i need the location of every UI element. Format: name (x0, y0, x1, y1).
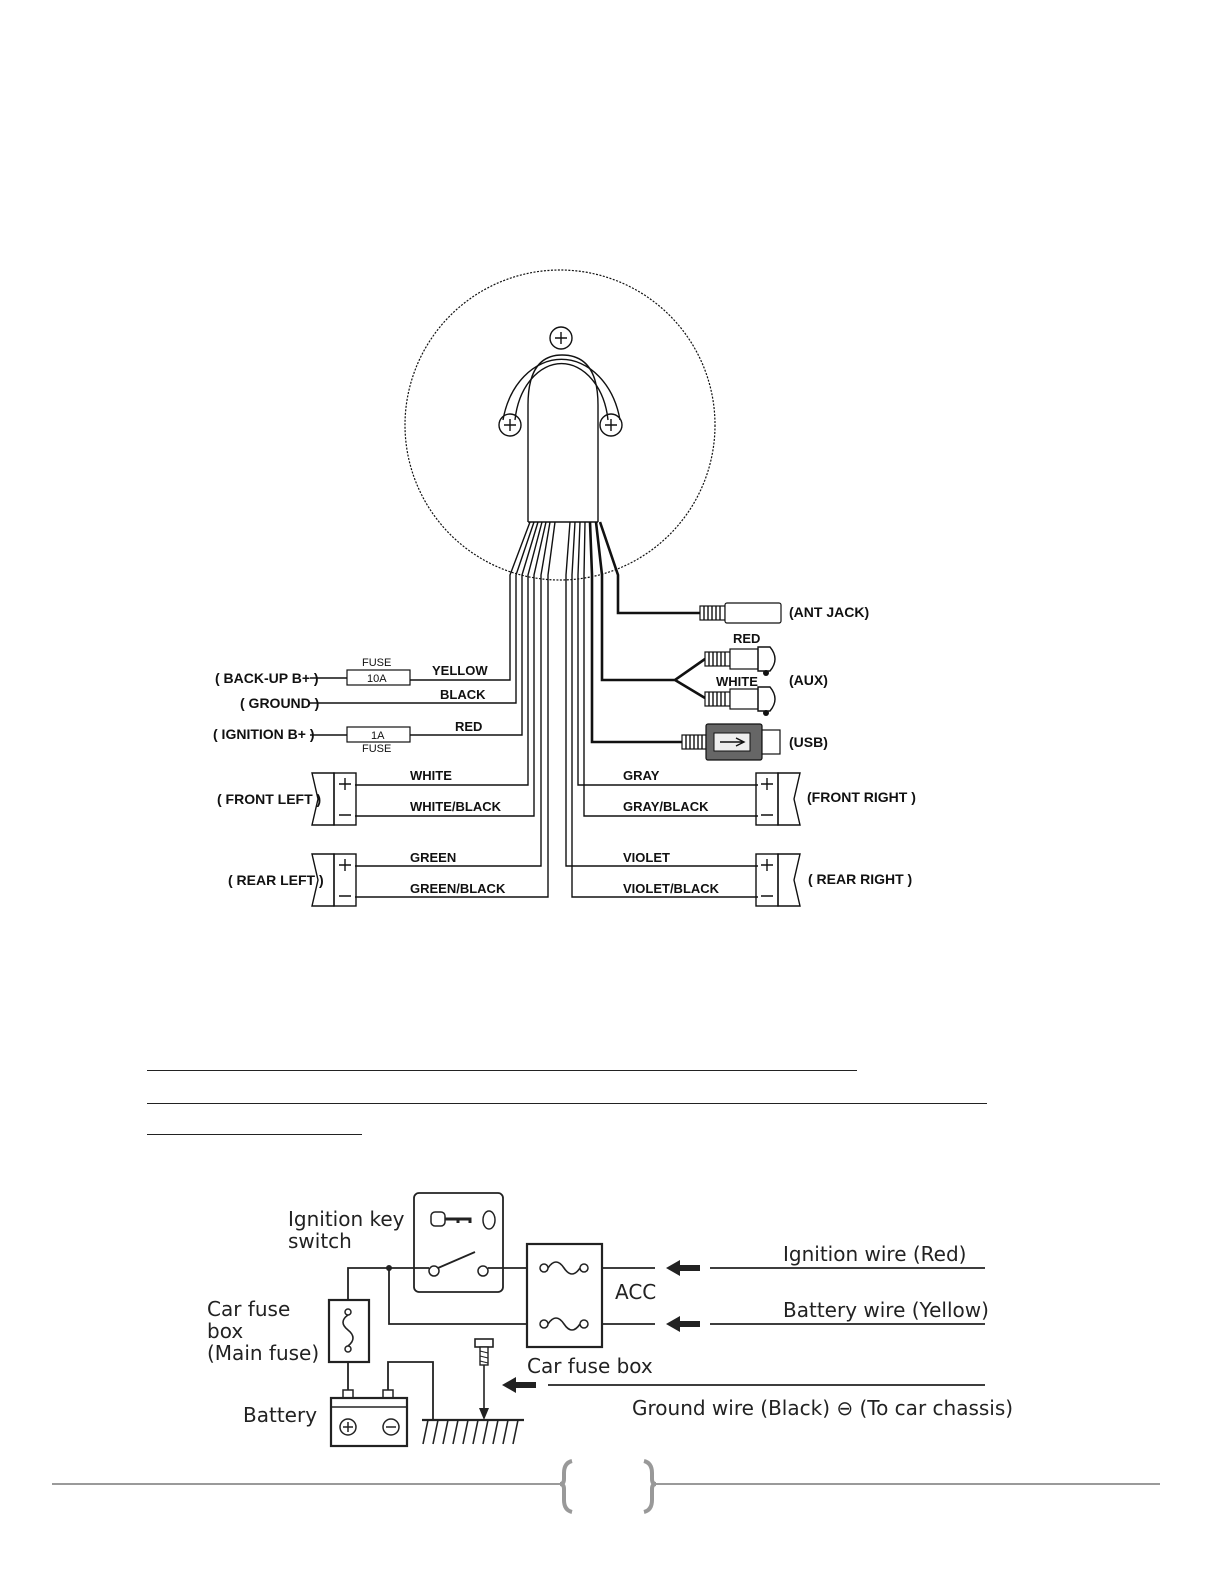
battery-icon (329, 1389, 409, 1448)
wiring-harness-diagram: FUSE 10A 1A FUSE ( BACK-UP B+ ) ( GROUND… (213, 269, 916, 907)
aux-rca-white-connector (704, 686, 776, 716)
aux-label-red: RED (733, 631, 760, 646)
usb-cable (588, 521, 682, 744)
label-ground: ( GROUND ) (240, 695, 319, 711)
car-main-fuse (327, 1298, 371, 1364)
label-rear-right: ( REAR RIGHT ) (808, 871, 912, 887)
label-front-left: ( FRONT LEFT ) (217, 791, 321, 807)
usb-connector (681, 723, 781, 761)
cable-sleeve (527, 354, 599, 522)
label-ant-jack: (ANT JACK) (789, 604, 869, 620)
wire-label-red: RED (455, 719, 482, 734)
label-acc: ACC (615, 1280, 656, 1304)
blank-line-3 (147, 1134, 362, 1135)
speaker-front-right (755, 772, 801, 826)
arrow-ignition (666, 1260, 700, 1276)
footer-rule-right (655, 1483, 1160, 1485)
arrows (502, 1260, 700, 1393)
label-usb: (USB) (789, 734, 828, 750)
blank-line-1 (147, 1070, 857, 1071)
wire-label-gray-black: GRAY/BLACK (623, 799, 709, 814)
label-ignition-key-1: Ignition key (288, 1207, 405, 1231)
label-ignition: ( IGNITION B+ ) (213, 726, 315, 742)
chassis-ground-icon (422, 1418, 524, 1445)
arrow-ground (502, 1377, 536, 1393)
speaker-rear-right (755, 853, 801, 907)
acc-fuse-box (525, 1242, 604, 1349)
footer-rule-left (52, 1483, 562, 1485)
wire-label-violet: VIOLET (623, 850, 670, 865)
mounting-bracket (502, 358, 621, 421)
label-aux: (AUX) (789, 672, 828, 688)
arrow-battery (666, 1316, 700, 1332)
power-wiring (347, 1267, 985, 1420)
aux-rca-red-connector (704, 646, 776, 676)
wire-label-green: GREEN (410, 850, 456, 865)
label-front-right: (FRONT RIGHT ) (807, 789, 916, 805)
ground-bolt-icon (474, 1338, 494, 1420)
speaker-rear-left (311, 853, 357, 907)
wire-label-yellow: YELLOW (432, 663, 488, 678)
wire-label-green-black: GREEN/BLACK (410, 881, 506, 896)
unit-housing (404, 269, 716, 581)
fuse-top-label: FUSE (362, 657, 391, 669)
label-car-fuse-3: (Main fuse) (207, 1341, 319, 1365)
fuse-bottom-value: 1A (371, 730, 385, 742)
label-back-up: ( BACK-UP B+ ) (215, 670, 319, 686)
ignition-key-switch (413, 1192, 504, 1293)
wire-label-white: WHITE (410, 768, 452, 783)
blank-line-2 (147, 1103, 987, 1104)
wire-label-black: BLACK (440, 687, 486, 702)
wire-label-gray: GRAY (623, 768, 660, 783)
wire-label-violet-black: VIOLET/BLACK (623, 881, 720, 896)
label-ignition-wire: Ignition wire (Red) (783, 1242, 966, 1266)
label-car-fuse-1: Car fuse (207, 1297, 290, 1321)
fuse-top-value: 10A (367, 673, 387, 685)
fuse-bottom-label: FUSE (362, 743, 391, 755)
screw-left (498, 413, 522, 437)
wire-bundle (310, 521, 758, 898)
screw-top (549, 326, 573, 350)
label-car-fuse-box: Car fuse box (527, 1354, 653, 1378)
label-ground-wire: Ground wire (Black) ⊖ (To car chassis) (632, 1396, 1013, 1420)
ant-cable (598, 521, 700, 615)
label-ignition-key-2: switch (288, 1229, 352, 1253)
screw-right (599, 413, 623, 437)
label-rear-left: ( REAR LEFT ) (228, 872, 324, 888)
aux-cable (594, 521, 706, 700)
label-battery-wire: Battery wire (Yellow) (783, 1298, 989, 1322)
speaker-front-left (311, 772, 357, 826)
label-car-fuse-2: box (207, 1319, 243, 1343)
wire-label-white-black: WHITE/BLACK (410, 799, 502, 814)
antenna-jack-connector (699, 602, 782, 624)
aux-label-white: WHITE (716, 674, 758, 689)
label-battery: Battery (243, 1403, 317, 1427)
